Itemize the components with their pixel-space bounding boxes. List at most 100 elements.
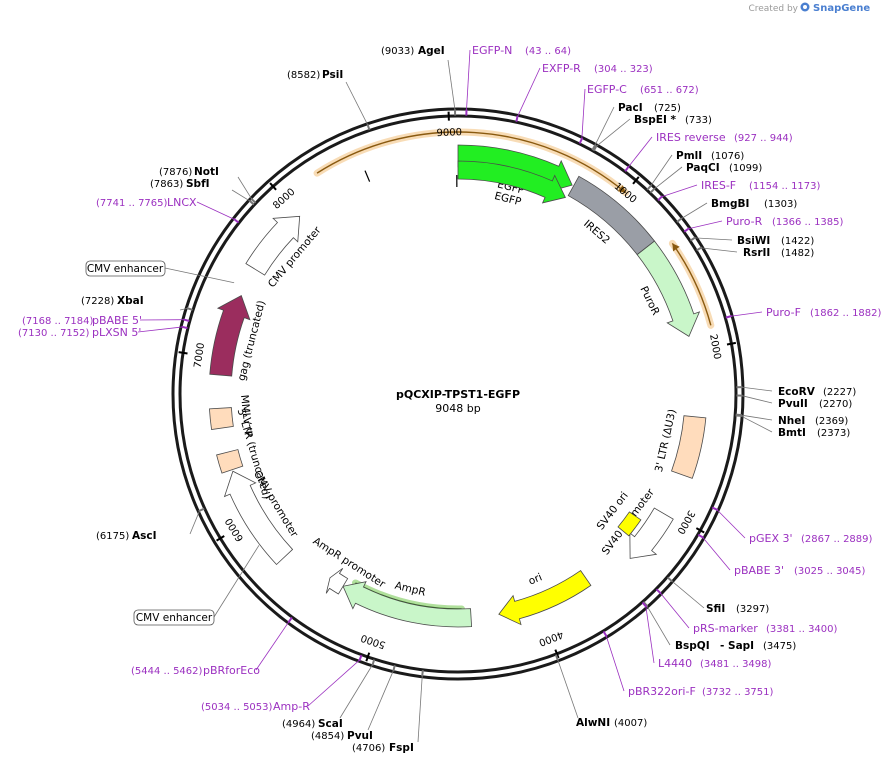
feature-5-ltr-truncated[interactable] <box>216 449 244 474</box>
primer-label-egfp-n[interactable]: EGFP-N (43 .. 64) <box>472 44 571 57</box>
leader-line <box>164 267 235 284</box>
feature-egfp[interactable] <box>457 160 566 204</box>
svg-text:PvuII: PvuII <box>778 398 808 410</box>
feature-sv40-promoter[interactable] <box>629 507 674 559</box>
enzyme-label-ecorv[interactable]: EcoRV (2227) <box>778 386 856 398</box>
enzyme-label-rsrii[interactable]: RsrII (1482) <box>743 247 814 259</box>
primer-label-prs-marker[interactable]: pRS-marker (3381 .. 3400) <box>693 622 838 635</box>
highlight-line <box>316 131 627 194</box>
leader-line <box>231 189 251 202</box>
primer-label-pbrforeco[interactable]: (5444 .. 5462) pBRforEco <box>131 664 260 677</box>
svg-text:BmtI: BmtI <box>778 427 806 439</box>
svg-text:(3025 .. 3045): (3025 .. 3045) <box>794 566 866 577</box>
brand-created-by: Created by <box>748 4 798 14</box>
primer-label-ires-reverse[interactable]: IRES reverse (927 .. 944) <box>656 131 793 144</box>
enzyme-label-psii[interactable]: (8582) PsiI <box>287 69 343 81</box>
primer-label-exfp-r[interactable]: EXFP-R (304 .. 323) <box>542 62 653 75</box>
primer-label-pbabe-3[interactable]: pBABE 3' (3025 .. 3045) <box>734 564 866 577</box>
enzyme-label-paci[interactable]: PacI (725) <box>618 102 681 114</box>
feature-cmv-promoter[interactable] <box>223 470 294 566</box>
site-marker <box>421 670 424 677</box>
primer-label-plxsn-5[interactable]: (7130 .. 7152) pLXSN 5' <box>18 326 141 339</box>
feature-cmv-promoter[interactable] <box>245 215 301 276</box>
enzyme-label-xbai[interactable]: (7228) XbaI <box>81 295 144 307</box>
leader-line <box>307 659 360 707</box>
feature-gag-truncated[interactable] <box>209 294 251 377</box>
enzyme-label-scai[interactable]: (4964) ScaI <box>282 718 343 730</box>
feature-ampr-promoter[interactable] <box>325 568 349 595</box>
primer-label-lncx[interactable]: (7741 .. 7765) LNCX <box>96 196 197 209</box>
feature-sv40-ori[interactable] <box>617 511 642 537</box>
svg-text:(7863): (7863) <box>150 179 183 190</box>
svg-text:(4007): (4007) <box>614 718 647 729</box>
enzyme-label-paqci[interactable]: PaqCI (1099) <box>686 162 762 174</box>
enzyme-label-bspqi-sapi[interactable]: BspQI - SapI (3475) <box>675 640 796 652</box>
svg-text:(1482): (1482) <box>781 248 814 259</box>
enzyme-label-bmgbi[interactable]: BmgBI (1303) <box>711 198 797 210</box>
enzyme-label-fspi[interactable]: (4706) FspI <box>352 742 414 754</box>
enzyme-label-sfii[interactable]: SfiI (3297) <box>706 603 769 615</box>
svg-text:(1303): (1303) <box>764 199 797 210</box>
primer-label-ires-f[interactable]: IRES-F (1154 .. 1173) <box>701 179 821 192</box>
feature-ires2[interactable] <box>567 175 656 256</box>
cmv-enhancer-label-bottom[interactable]: CMV enhancer <box>133 609 215 626</box>
svg-text:L4440: L4440 <box>658 657 692 670</box>
leader-line <box>740 415 773 433</box>
primer-label-puro-r[interactable]: Puro-R (1366 .. 1385) <box>726 215 844 228</box>
enzyme-label-bsiwi[interactable]: BsiWI (1422) <box>737 235 814 247</box>
svg-text:(1422): (1422) <box>781 236 814 247</box>
site-marker <box>642 601 649 607</box>
primer-label-pgex-3[interactable]: pGEX 3' (2867 .. 2889) <box>749 532 873 545</box>
enzyme-label-nhei[interactable]: NheI (2369) <box>778 415 848 427</box>
primer-label-l4440[interactable]: L4440 (3481 .. 3498) <box>658 657 772 670</box>
feature-ampr-promoter-label: AmpR promoter <box>311 535 388 591</box>
feature-ori[interactable] <box>498 570 592 626</box>
site-marker <box>250 197 257 204</box>
svg-text:(651 .. 672): (651 .. 672) <box>640 85 699 96</box>
site-marker <box>181 325 188 330</box>
feature-mmlv[interactable] <box>209 407 234 430</box>
svg-text:(7168 .. 7184): (7168 .. 7184) <box>22 316 94 327</box>
svg-text:(4706): (4706) <box>352 743 385 754</box>
brand-name: SnapGene <box>813 3 870 14</box>
leader-line <box>661 184 698 198</box>
tick-mark <box>269 182 277 191</box>
enzyme-label-bmti[interactable]: BmtI (2373) <box>778 427 850 439</box>
enzyme-label-noti[interactable]: (7876) NotI <box>159 166 219 178</box>
svg-text:AscI: AscI <box>132 530 157 542</box>
primer-label-amp-r[interactable]: (5034 .. 5053) Amp-R <box>201 700 310 713</box>
feature-ampr-label: AmpR <box>394 580 427 599</box>
site-marker <box>725 315 732 319</box>
svg-text:(2270): (2270) <box>819 399 852 410</box>
primer-label-pbr322ori-f[interactable]: pBR322ori-F (3732 .. 3751) <box>628 685 774 698</box>
leader-line <box>645 606 655 664</box>
site-marker <box>371 659 376 666</box>
svg-text:XbaI: XbaI <box>117 295 144 307</box>
svg-text:(7876): (7876) <box>159 167 192 178</box>
svg-text:BmgBI: BmgBI <box>711 198 749 210</box>
enzyme-label-agei[interactable]: (9033) AgeI <box>381 45 445 57</box>
leader-line <box>345 81 369 126</box>
leader-line <box>659 592 690 629</box>
enzyme-label-pvuii[interactable]: PvuII (2270) <box>778 398 852 410</box>
primer-label-egfp-c[interactable]: EGFP-C (651 .. 672) <box>587 83 699 96</box>
feature-3-ltr-u3[interactable] <box>671 415 707 479</box>
enzyme-label-pvui[interactable]: (4854) PvuI <box>311 730 373 742</box>
enzyme-label-asci[interactable]: (6175) AscI <box>96 530 157 542</box>
enzyme-label-sbfi[interactable]: (7863) SbfI <box>150 178 210 190</box>
leader-line <box>417 675 423 743</box>
primer-label-pbabe-5[interactable]: (7168 .. 7184) pBABE 5' <box>22 314 142 327</box>
enzyme-label-alwni[interactable]: AlwNI (4007) <box>576 717 647 729</box>
enzyme-label-bspei[interactable]: BspEI * (733) <box>634 114 712 126</box>
tick-label: 5000 <box>359 632 387 651</box>
leader-line <box>595 118 631 147</box>
svg-text:(1099): (1099) <box>729 163 762 174</box>
cmv-enhancer-label-top[interactable]: CMV enhancer <box>85 260 166 277</box>
site-marker <box>666 576 673 583</box>
feature-kozak-sequence[interactable] <box>364 170 371 182</box>
enzyme-label-pmli[interactable]: PmlI (1076) <box>676 150 744 162</box>
feature-ampr[interactable] <box>342 581 473 628</box>
feature-puror[interactable] <box>636 240 701 337</box>
primer-label-puro-f[interactable]: Puro-F (1862 .. 1882) <box>766 306 882 319</box>
